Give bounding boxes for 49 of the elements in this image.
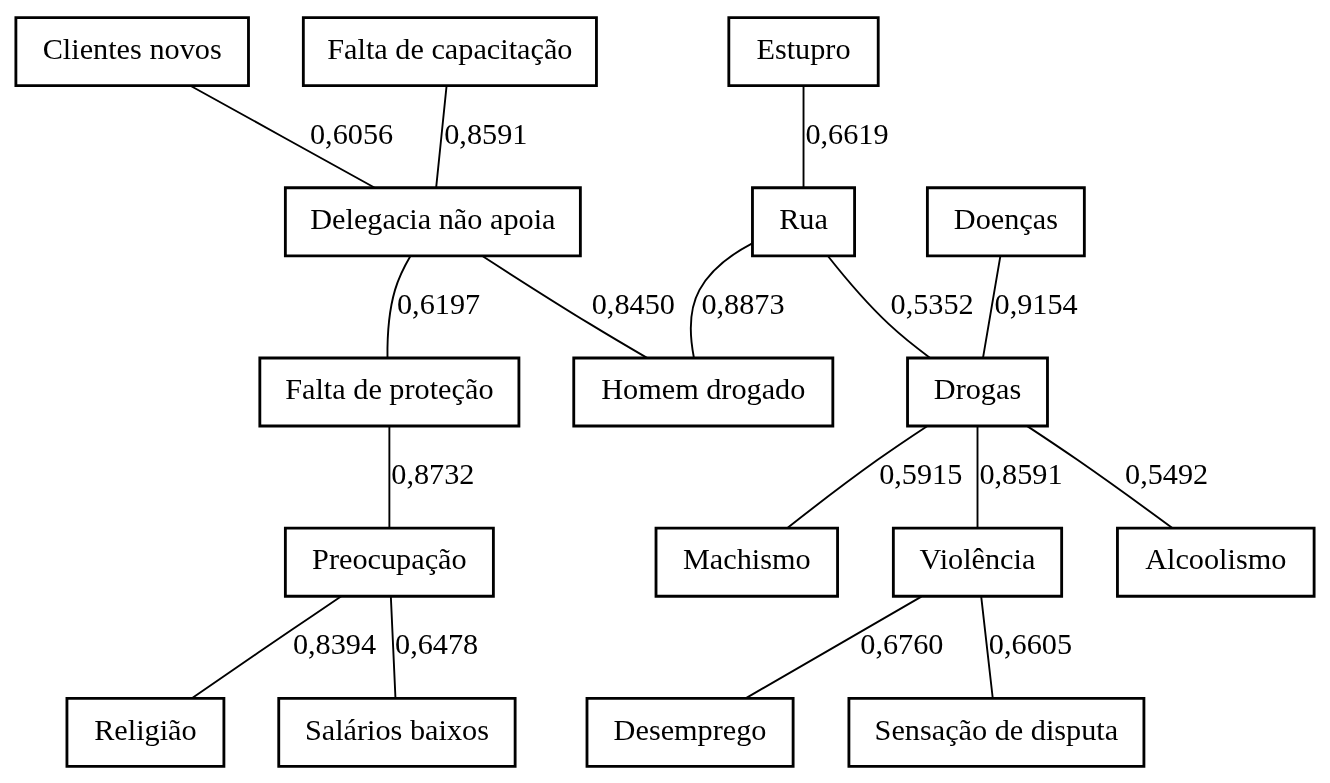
edge-label: 0,6619 (805, 116, 889, 151)
connector (189, 84, 376, 188)
edge-label: 0,5352 (890, 286, 974, 321)
node-box: Falta de capacitação (301, 15, 598, 87)
node-box: Homem drogado (572, 356, 835, 427)
connector (745, 595, 923, 699)
node-box: Drogas (906, 356, 1049, 427)
connector (388, 425, 391, 529)
edge-label: 0,6056 (309, 116, 394, 151)
edge-label: 0,6197 (396, 286, 481, 321)
edge-label: 0,5492 (1125, 456, 1209, 491)
edge-label: 0,8591 (979, 456, 1063, 491)
edge-label: 0,8732 (391, 456, 475, 491)
node-box: Rua (751, 185, 856, 257)
node-box: Falta de proteção (258, 356, 521, 427)
node-box: Estupro (727, 15, 880, 87)
connector (786, 424, 928, 529)
node-box: Religião (65, 696, 226, 768)
node-box: Sensação de disputa (847, 696, 1146, 768)
connector (802, 84, 805, 189)
node-box: Alcoolismo (1116, 526, 1316, 598)
connector (389, 595, 397, 699)
edge-label: 0,8394 (292, 626, 377, 661)
node-box: Desemprego (585, 696, 795, 768)
node-box: Doenças (925, 185, 1086, 257)
edge-label: 0,5915 (879, 456, 963, 491)
node-box: Machismo (654, 526, 839, 598)
connector (976, 425, 979, 529)
edge-label: 0,8873 (701, 286, 785, 321)
connector (689, 241, 754, 358)
connector (435, 84, 448, 189)
node-box: Salários baixos (277, 696, 517, 768)
node-box: Delegacia não apoia (283, 185, 582, 257)
edge-label: 0,8450 (591, 286, 675, 321)
edge-label: 0,6760 (860, 626, 944, 661)
node-box: Preocupação (283, 526, 495, 598)
connector (386, 254, 412, 359)
connector (982, 255, 1002, 359)
edge-label: 0,8591 (444, 116, 528, 151)
node-box: Violência (891, 526, 1064, 598)
connector (190, 594, 343, 699)
connector (826, 254, 931, 359)
connector (980, 595, 994, 699)
connector (481, 254, 648, 359)
edge-label: 0,9154 (994, 286, 1078, 321)
connector (1026, 424, 1173, 529)
edge-label: 0,6605 (988, 626, 1073, 661)
edge-label: 0,6478 (395, 626, 479, 661)
node-box: Clientes novos (14, 15, 250, 87)
